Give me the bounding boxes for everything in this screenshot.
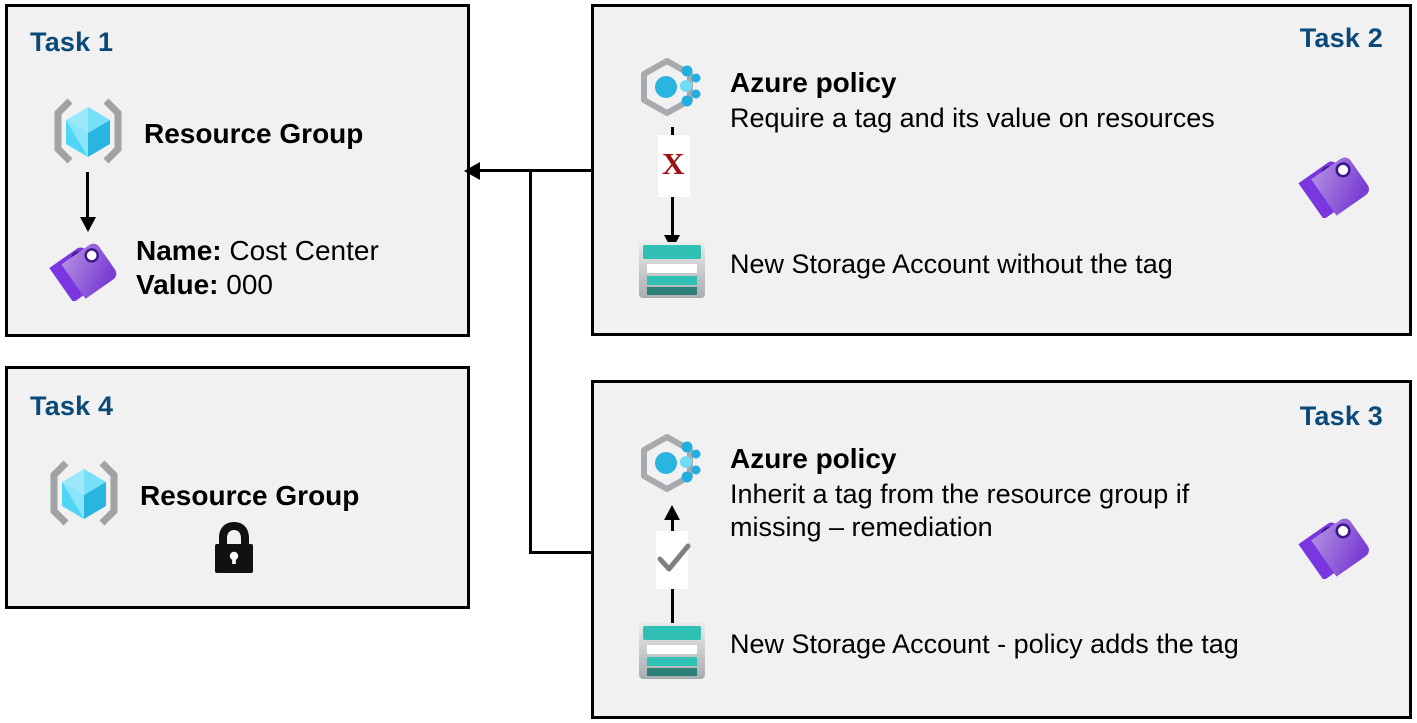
lock-icon <box>208 519 260 580</box>
task3-policy-description-line1: Inherit a tag from the resource group if <box>730 479 1190 509</box>
resource-group-icon <box>48 92 128 175</box>
tag-icon <box>46 229 124 306</box>
task3-flow-arrow-head <box>664 505 680 520</box>
task-4-box: Task 4 Resource Group <box>5 366 470 609</box>
task1-arrow-head <box>80 217 96 232</box>
azure-policy-icon <box>636 55 710 134</box>
task1-tag-value-label: Value: <box>136 268 219 300</box>
task2-x-backdrop <box>658 135 690 197</box>
task2-policy-description: Require a tag and its value on resources <box>730 103 1215 133</box>
connector-task2-to-task1-horizontal <box>478 169 593 172</box>
task3-storage-label: New Storage Account - policy adds the ta… <box>730 629 1239 659</box>
resource-group-icon <box>44 454 124 537</box>
task-3-label: Task 3 <box>1299 401 1383 431</box>
task1-tag-name-line: Name: Cost Center <box>136 234 379 267</box>
task-3-box: Task 3 Azure policy Inherit a tag from t… <box>591 380 1412 719</box>
task-4-label: Task 4 <box>30 391 114 421</box>
task1-tag-name-label: Name: <box>136 235 222 267</box>
task1-tag-value-value: 000 <box>226 268 273 300</box>
task1-arrow-line <box>86 172 89 220</box>
storage-account-icon <box>635 620 709 687</box>
task-2-box: Task 2 Azure policy Require a tag and it… <box>591 4 1412 336</box>
task2-storage-label: New Storage Account without the tag <box>730 249 1173 279</box>
tag-icon <box>1295 142 1377 223</box>
task2-policy-text: Azure policy Require a tag and its value… <box>730 67 1215 134</box>
task1-tag-value-line: Value: 000 <box>136 268 379 301</box>
task1-resource-group-row: Resource Group <box>48 92 363 175</box>
task4-resource-group-row: Resource Group <box>44 454 359 537</box>
task-2-label: Task 2 <box>1299 23 1383 53</box>
task-1-label: Task 1 <box>30 27 114 57</box>
task3-policy-description-line2: missing – remediation <box>730 512 993 542</box>
storage-account-icon <box>635 239 709 306</box>
task1-resource-group-label: Resource Group <box>144 117 364 149</box>
task2-policy-title: Azure policy <box>730 67 897 98</box>
connector-task3-to-task1-vertical <box>529 169 532 554</box>
task3-policy-title: Azure policy <box>730 443 897 474</box>
task-1-box: Task 1 Resource <box>5 4 470 337</box>
task1-tag-row: Name: Cost Center Value: 000 <box>46 229 379 306</box>
task1-tag-name-value: Cost Center <box>229 235 379 267</box>
task3-policy-text: Azure policy Inherit a tag from the reso… <box>730 443 1189 543</box>
check-mark-icon <box>656 541 692 582</box>
task4-resource-group-label: Resource Group <box>140 479 360 511</box>
azure-policy-icon <box>636 431 710 510</box>
tag-icon <box>1295 503 1377 584</box>
connector-task3-to-task1-horizontal <box>529 551 593 554</box>
connector-task2-to-task1-arrowhead <box>464 162 480 180</box>
x-mark-icon: X <box>662 146 685 181</box>
